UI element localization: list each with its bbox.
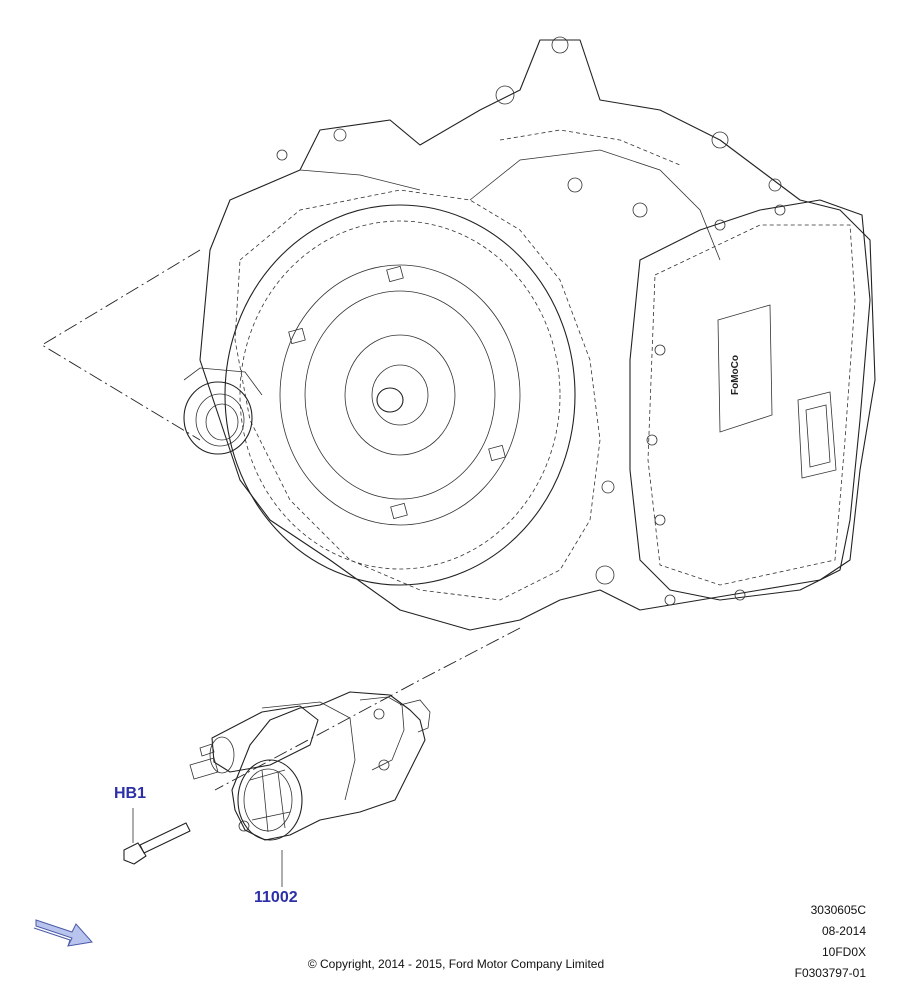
- alignment-lines: [41, 249, 521, 791]
- copyright-notice: © Copyright, 2014 - 2015, Ford Motor Com…: [307, 957, 605, 971]
- orientation-arrow-icon: [33, 919, 93, 947]
- reference-code-line-3: 10FD0X: [821, 945, 866, 959]
- axle-seal: [183, 367, 263, 455]
- reference-code-line-4: F0303797-01: [794, 966, 866, 980]
- reference-codes: 3030605C 08-2014 10FD0X F0303797-01: [795, 900, 866, 984]
- valve-body-cover: FoMoCo: [595, 199, 871, 606]
- bolt-hb1: [123, 822, 191, 865]
- svg-text:FoMoCo: FoMoCo: [730, 355, 741, 395]
- transmission-housing: [199, 36, 876, 631]
- starter-motor: [189, 691, 431, 841]
- reference-code-line-1: 3030605C: [810, 903, 866, 917]
- reference-code-line-2: 08-2014: [821, 924, 866, 938]
- callout-11002: 11002: [254, 889, 298, 906]
- callout-hb1: HB1: [114, 785, 147, 802]
- torque-converter: [224, 204, 576, 586]
- leader-lines: [132, 808, 283, 887]
